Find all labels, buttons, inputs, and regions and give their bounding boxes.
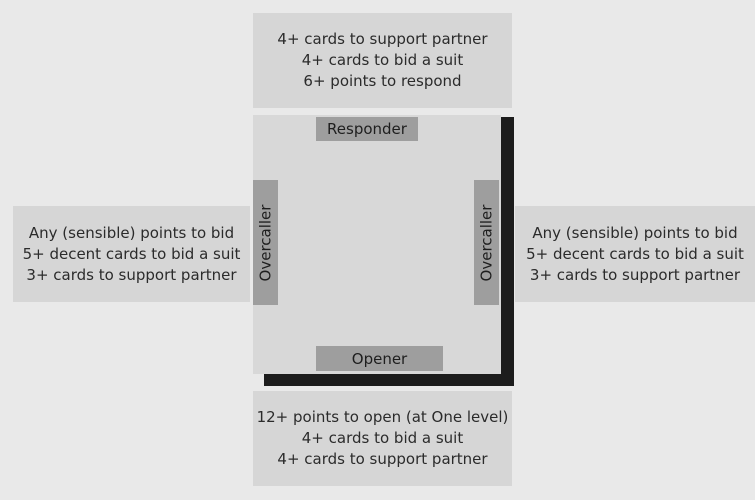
seat-label-text: Opener <box>351 349 408 368</box>
bridge-table <box>253 115 501 374</box>
seat-label-text: Overcaller <box>256 204 275 281</box>
right-overcaller-requirement-line: 5+ decent cards to bid a suit <box>526 244 744 263</box>
opener-requirement-line: 4+ cards to bid a suit <box>301 429 464 447</box>
opener-requirement-line: 4+ cards to support partner <box>277 450 488 468</box>
left-overcaller-requirement-line: 3+ cards to support partner <box>26 265 237 284</box>
seat-label-text: Responder <box>327 120 407 138</box>
responder-requirement-line: 6+ points to respond <box>303 72 462 90</box>
seat-label-left-overcaller: Overcaller <box>253 180 278 305</box>
seat-label-responder: Responder <box>316 117 418 141</box>
responder-requirements-box: 4+ cards to support partner 4+ cards to … <box>253 13 512 108</box>
left-overcaller-requirement-line: Any (sensible) points to bid <box>28 223 235 242</box>
seat-label-text: Overcaller <box>477 204 496 281</box>
right-overcaller-requirement-line: Any (sensible) points to bid <box>532 223 738 242</box>
left-overcaller-requirements-box: Any (sensible) points to bid 5+ decent c… <box>13 206 250 302</box>
right-overcaller-requirements-box: Any (sensible) points to bid 5+ decent c… <box>515 206 755 302</box>
seat-label-right-overcaller: Overcaller <box>474 180 499 305</box>
seat-label-opener: Opener <box>316 346 443 371</box>
right-overcaller-requirement-line: 3+ cards to support partner <box>529 265 741 284</box>
responder-requirement-line: 4+ cards to support partner <box>277 30 488 48</box>
opener-requirement-line: 12+ points to open (at One level) <box>256 408 509 426</box>
left-overcaller-requirement-line: 5+ decent cards to bid a suit <box>22 244 241 263</box>
responder-requirement-line: 4+ cards to bid a suit <box>301 51 464 69</box>
opener-requirements-box: 12+ points to open (at One level) 4+ car… <box>253 391 512 486</box>
